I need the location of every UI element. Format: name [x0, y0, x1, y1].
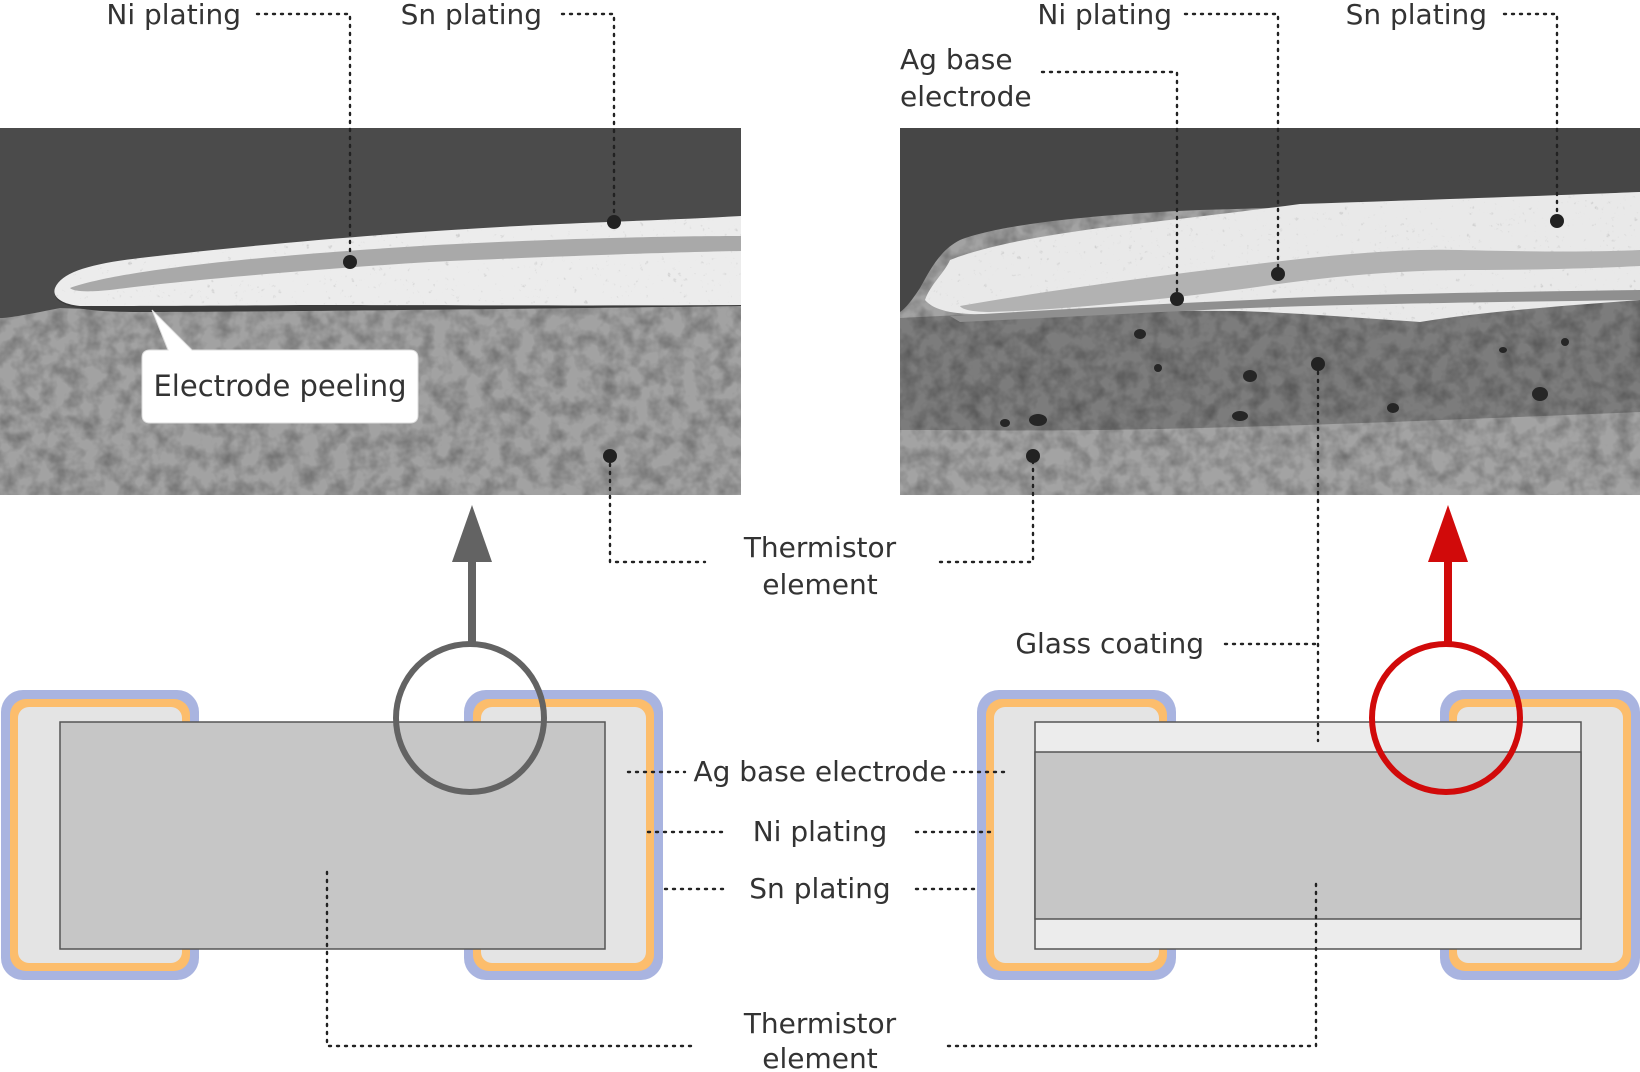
- ag-base-label-line1: Ag base: [900, 43, 1013, 76]
- thermistor-bottom-label-line2: element: [762, 1042, 877, 1072]
- micrograph-conventional: [0, 128, 741, 495]
- electrode-peeling-callout: Electrode peeling: [141, 309, 419, 424]
- resin-dark-region: [900, 128, 1640, 312]
- sn-center-label: Sn plating: [749, 872, 890, 905]
- ni-layer: [70, 236, 741, 292]
- ag-base-label-line2: electrode: [900, 80, 1032, 113]
- top-left-sn-label: Sn plating: [401, 0, 542, 31]
- ni-layer: [960, 249, 1640, 312]
- thermistor-bottom-label-line1: Thermistor: [743, 1007, 897, 1040]
- ag-layer: [950, 290, 1640, 322]
- top-left-ni-label: Ni plating: [106, 0, 241, 31]
- thermistor-element-block: [59, 721, 606, 950]
- thermistor-mid-label-line2: element: [762, 568, 877, 601]
- glass-coating-label: Glass coating: [1015, 627, 1204, 660]
- right-magnify-circle: [1369, 641, 1523, 795]
- glass-pores: [1000, 329, 1569, 427]
- leader-lines: [255, 12, 1564, 1048]
- labels: Ni plating Sn plating Ni plating Sn plat…: [106, 0, 1487, 1072]
- ni-center-label: Ni plating: [753, 815, 888, 848]
- top-right-ni-label: Ni plating: [1037, 0, 1172, 31]
- thermistor-element-block: [1034, 751, 1582, 920]
- left-magnify-circle: [393, 641, 547, 795]
- left-magnify-arrow: [452, 505, 492, 645]
- chip-improved: [977, 641, 1640, 980]
- micrograph-improved: [900, 128, 1640, 495]
- top-right-sn-label: Sn plating: [1346, 0, 1487, 31]
- right-magnify-arrow: [1428, 505, 1468, 645]
- ag-base-center-label: Ag base electrode: [693, 755, 946, 788]
- chip-conventional: [1, 641, 663, 980]
- thermistor-mid-label-line1: Thermistor: [743, 531, 897, 564]
- electrode-peeling-label: Electrode peeling: [153, 369, 406, 403]
